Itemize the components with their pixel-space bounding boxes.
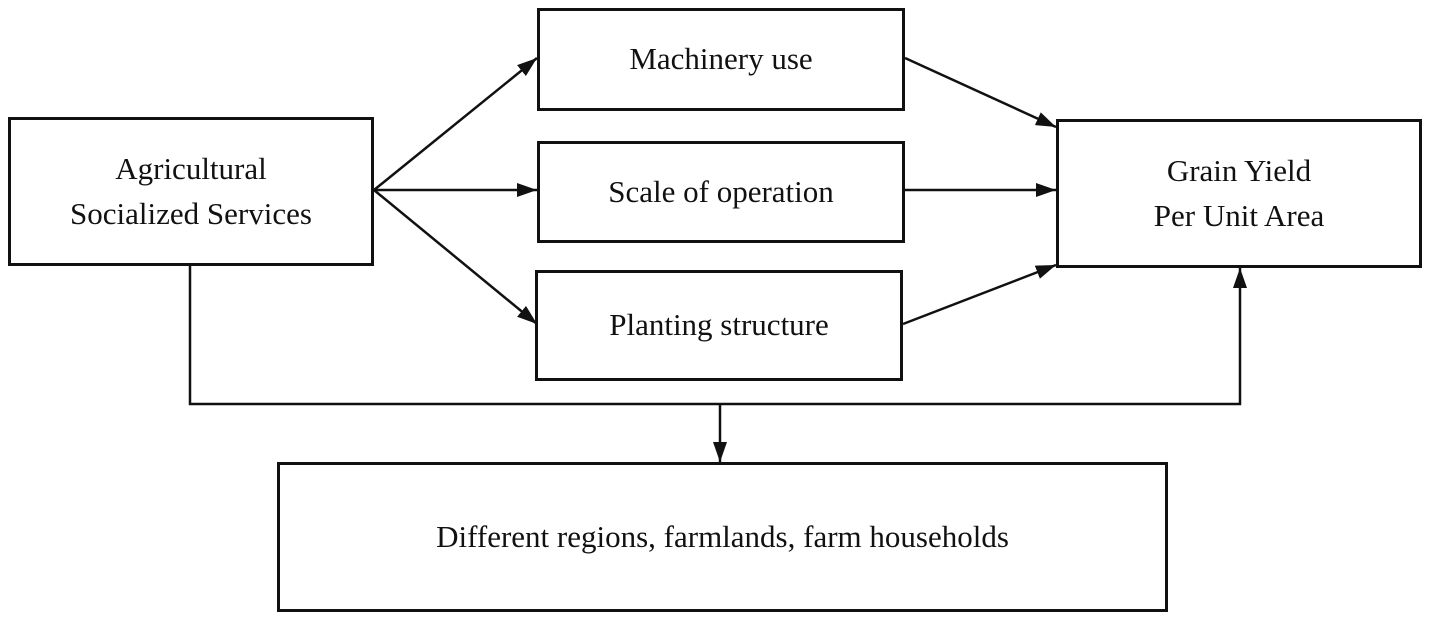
edge-machinery-to-grain [904, 56, 1057, 129]
node-grain-line1: Grain Yield [1166, 153, 1312, 189]
node-machinery-label: Machinery use [629, 41, 813, 77]
node-agri-line2: Socialized Services [70, 195, 312, 231]
node-grain-yield-per-unit-area: Grain Yield Per Unit Area [1056, 119, 1422, 268]
edge-agri-to-grain [188, 266, 1247, 406]
node-agri-line1: Agricultural [115, 151, 267, 187]
edge-agri-to-machinery [373, 57, 538, 191]
node-planting-structure: Planting structure [535, 270, 903, 381]
node-planting-label: Planting structure [609, 307, 829, 343]
node-scale-of-operation: Scale of operation [537, 141, 905, 243]
node-agricultural-socialized-services: Agricultural Socialized Services [8, 117, 374, 266]
node-scale-label: Scale of operation [608, 173, 834, 209]
node-machinery-use: Machinery use [537, 8, 905, 111]
node-grain-line2: Per Unit Area [1153, 197, 1325, 233]
edge-planting-to-grain [902, 263, 1057, 326]
node-different-regions: Different regions, farmlands, farm house… [277, 462, 1168, 612]
node-regions-label: Different regions, farmlands, farm house… [436, 518, 1009, 554]
edge-agri-to-planting [373, 189, 538, 325]
